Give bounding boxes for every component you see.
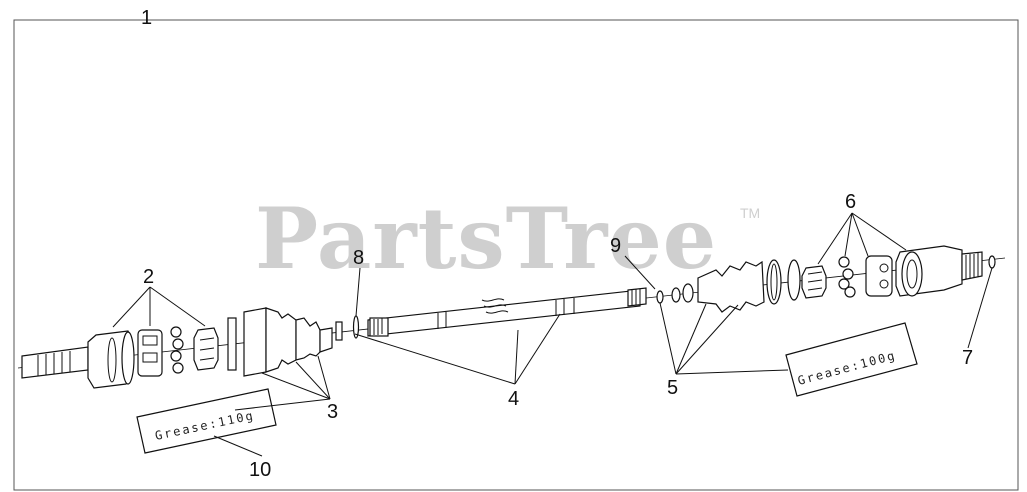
callout-1: 1 <box>141 7 152 29</box>
leader-lines <box>112 212 993 457</box>
callout-6: 6 <box>845 191 856 213</box>
diagram-frame <box>13 19 1019 491</box>
inner-cv-joint-right <box>801 245 996 299</box>
callout-5: 5 <box>667 377 678 399</box>
outer-cv-joint-left <box>21 330 135 389</box>
callout-7: 7 <box>962 347 973 369</box>
watermark-text: PartsTree <box>255 189 717 288</box>
boot-left <box>227 307 343 377</box>
bearing-cage-left <box>137 326 219 377</box>
boot-right <box>671 259 801 313</box>
callout-3: 3 <box>327 401 338 423</box>
center-shaft <box>367 287 647 337</box>
callout-10: 10 <box>249 459 271 481</box>
circlip-9 <box>656 290 664 304</box>
grease-box-right: Grease:100g <box>785 322 918 397</box>
callout-2: 2 <box>143 266 154 288</box>
callout-8: 8 <box>353 247 364 269</box>
watermark-trademark: TM <box>740 205 760 221</box>
callout-9: 9 <box>610 235 621 257</box>
callout-4: 4 <box>508 388 519 410</box>
grease-box-left: Grease:110g <box>136 388 277 454</box>
